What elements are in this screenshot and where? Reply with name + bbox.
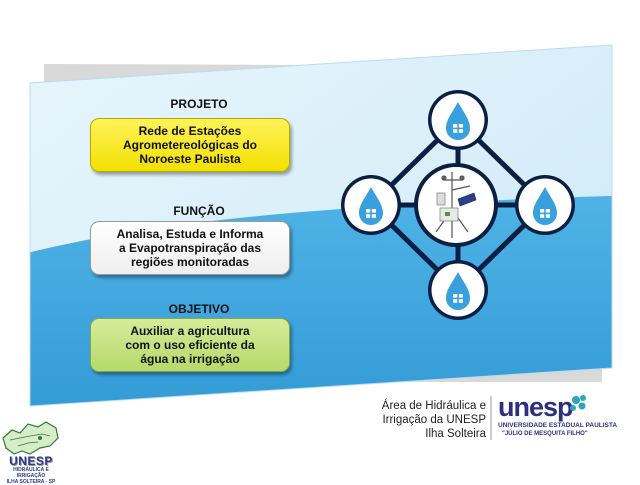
box-objetivo-line1: Auxiliar a agricultura (130, 324, 250, 338)
hidraulica-logo-subtitle1: HIDRÁULICA E IRRIGAÇÃO (13, 467, 49, 479)
unesp-wordmark: unesp (498, 392, 574, 422)
unesp-logo-mark-icon (570, 395, 586, 411)
station-node-bottom (428, 260, 488, 320)
box-projeto-line2: Agrometereológicas do (122, 138, 258, 152)
station-node-top (428, 90, 488, 150)
box-funcao: Analisa, Estuda e Informa a Evapotranspi… (90, 221, 290, 275)
box-objetivo: Auxiliar a agricultura com o uso eficien… (90, 318, 290, 372)
heading-funcao: FUNÇÃO (173, 204, 225, 218)
weather-station-hub (414, 163, 498, 247)
box-objetivo-line3: água na irrigação (140, 352, 240, 366)
box-projeto-line3: Noroeste Paulista (139, 152, 241, 166)
box-funcao-line3: regiões monitoradas (130, 255, 250, 269)
unesp-subtitle-2: "JÚLIO DE MESQUITA FILHO" (502, 431, 588, 437)
box-funcao-line2: a Evapotranspiração das (118, 241, 262, 255)
box-projeto: Rede de Estações Agrometereológicas do N… (90, 118, 290, 172)
station-node-left (341, 175, 401, 235)
unesp-subtitle-1: UNIVERSIDADE ESTADUAL PAULISTA (498, 422, 618, 429)
hidraulica-logo-title: UNESP (9, 454, 53, 468)
box-funcao-line1: Analisa, Estuda e Informa (116, 227, 264, 241)
footer-department: Área de Hidráulica e Irrigação da UNESP … (378, 399, 486, 441)
heading-projeto: PROJETO (170, 97, 228, 111)
heading-objetivo: OBJETIVO (168, 302, 230, 316)
footer-divider (490, 396, 492, 440)
hidraulica-logo: UNESP HIDRÁULICA E IRRIGAÇÃO ILHA SOLTEI… (2, 455, 60, 485)
footer-line2: Irrigação da UNESP (382, 414, 486, 426)
weather-station-icon (435, 172, 471, 238)
footer-line1: Área de Hidráulica e (381, 400, 486, 412)
box-objetivo-line2: com o uso eficiente da (125, 338, 255, 352)
footer-line3: Ilha Solteira (425, 428, 486, 440)
box-projeto-line1: Rede de Estações (138, 124, 242, 138)
sao-paulo-map-icon (2, 421, 59, 455)
station-node-right (515, 175, 575, 235)
